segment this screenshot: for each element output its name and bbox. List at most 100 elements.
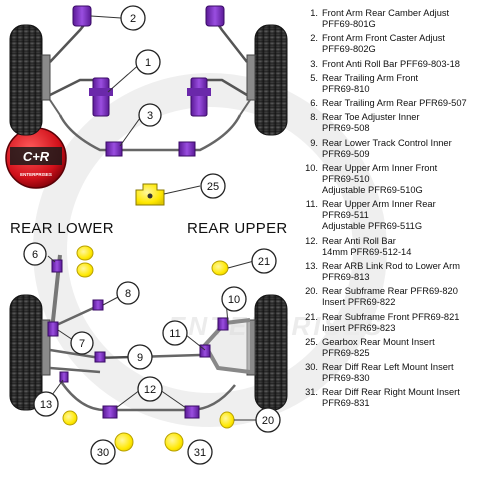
insert-item-21 bbox=[211, 260, 229, 276]
callout-7: 7 bbox=[70, 331, 94, 355]
bush-item-1-right bbox=[190, 77, 208, 117]
part-number: 12. bbox=[305, 235, 318, 246]
callout-label: 13 bbox=[40, 399, 52, 411]
part-number: 30. bbox=[305, 362, 318, 373]
callout-label: 10 bbox=[228, 294, 240, 306]
callout-25: 25 bbox=[200, 173, 226, 199]
callout-3: 3 bbox=[138, 103, 162, 127]
callout-20: 20 bbox=[255, 407, 281, 433]
part-item: 6. Rear Trailing Arm Rear PFR69-507 bbox=[300, 98, 498, 109]
part-code: PFR69-508 bbox=[322, 123, 370, 134]
part-description: Rear Diff Rear Right Mount Insert bbox=[322, 387, 460, 398]
insert-left-3 bbox=[62, 410, 78, 426]
part-description: Rear Anti Roll Bar bbox=[322, 235, 396, 246]
insert-item-31 bbox=[164, 432, 184, 452]
part-number: 5. bbox=[310, 72, 318, 83]
bush-item-7 bbox=[47, 321, 59, 337]
part-description: Front Anti Roll Bar PFF69-803-18 bbox=[322, 58, 460, 69]
part-number: 20. bbox=[305, 286, 318, 297]
part-description: Rear Upper Arm Inner Rear bbox=[322, 199, 436, 210]
callout-label: 21 bbox=[258, 256, 270, 268]
cr-logo: C+R ENTERPRISES bbox=[5, 127, 67, 189]
bush-item-10 bbox=[217, 317, 229, 331]
callout-label: 6 bbox=[32, 249, 38, 261]
front-suspension bbox=[9, 5, 288, 206]
bush-item-13 bbox=[59, 371, 69, 383]
callout-label: 25 bbox=[207, 181, 219, 193]
part-description: Front Arm Rear Camber Adjust bbox=[322, 8, 450, 18]
part-number: 6. bbox=[310, 98, 318, 109]
part-description: Rear Toe Adjuster Inner bbox=[322, 112, 420, 123]
insert-item-30 bbox=[114, 432, 134, 452]
part-code: PFF69-802G bbox=[322, 44, 376, 55]
rear-suspension bbox=[9, 245, 288, 452]
part-number: 2. bbox=[310, 33, 318, 44]
part-code: PFR69-511 bbox=[322, 210, 369, 221]
part-description: Rear Diff Rear Left Mount Insert bbox=[322, 362, 454, 373]
part-description: Rear Subframe Rear PFR69-820 bbox=[322, 286, 458, 297]
bush-item-8 bbox=[92, 299, 104, 311]
callout-label: 12 bbox=[144, 384, 156, 396]
callout-1: 1 bbox=[135, 49, 161, 75]
part-number: 8. bbox=[310, 112, 318, 123]
callout-label: 3 bbox=[147, 110, 153, 122]
bush-item-9 bbox=[94, 351, 106, 363]
callout-label: 20 bbox=[262, 415, 274, 427]
callout-12: 12 bbox=[137, 376, 163, 402]
bush-item-2-right bbox=[205, 5, 225, 27]
callout-label: 1 bbox=[145, 57, 151, 69]
logo-text: C+R bbox=[23, 149, 50, 164]
section-label-rear-upper: REAR UPPER bbox=[187, 220, 288, 237]
bush-item-11 bbox=[199, 344, 211, 358]
part-code: PFR69-813 bbox=[322, 271, 370, 282]
part-code: PFR69-831 bbox=[322, 398, 370, 409]
callout-label: 31 bbox=[194, 447, 206, 459]
callout-2: 2 bbox=[120, 5, 146, 31]
part-code: PFR69-509 bbox=[322, 148, 370, 159]
insert-left-2 bbox=[76, 262, 94, 278]
callout-label: 7 bbox=[79, 338, 85, 350]
part-description: Rear Trailing Arm Rear PFR69-507 bbox=[322, 98, 467, 109]
callout-21: 21 bbox=[251, 248, 277, 274]
insert-left-1 bbox=[76, 245, 94, 261]
front-right-tyre bbox=[254, 24, 288, 136]
part-description: Gearbox Rear Mount Insert bbox=[322, 336, 435, 347]
callout-8: 8 bbox=[116, 281, 140, 305]
part-code: 14mm PFR69-512-14 bbox=[322, 246, 412, 257]
part-number: 1. bbox=[310, 8, 318, 18]
bush-item-12-left bbox=[102, 405, 118, 419]
leader-lines bbox=[47, 15, 256, 421]
rear-left-tyre bbox=[9, 294, 43, 411]
callout-11: 11 bbox=[162, 320, 188, 346]
part-code: PFR69-830 bbox=[322, 373, 370, 384]
part-number: 3. bbox=[310, 58, 318, 69]
part-description: Front Arm Front Caster Adjust bbox=[322, 33, 445, 44]
front-left-tyre bbox=[9, 24, 43, 136]
callout-10: 10 bbox=[221, 286, 247, 312]
part-code: PFR69-825 bbox=[322, 347, 370, 358]
callout-label: 11 bbox=[169, 328, 180, 340]
callout-31: 31 bbox=[187, 439, 213, 465]
callout-label: 8 bbox=[125, 288, 131, 300]
part-code: PFR69-510 bbox=[322, 174, 370, 185]
part-description: Rear Trailing Arm Front bbox=[322, 72, 419, 83]
part-item: 3. Front Anti Roll Bar PFF69-803-18 bbox=[300, 59, 498, 70]
callout-label: 9 bbox=[137, 352, 143, 364]
callout-13: 13 bbox=[33, 391, 59, 417]
part-description: Rear ARB Link Rod to Lower Arm bbox=[322, 260, 460, 271]
bush-item-6 bbox=[51, 259, 63, 273]
callout-30: 30 bbox=[90, 439, 116, 465]
part-number: 31. bbox=[305, 387, 318, 398]
